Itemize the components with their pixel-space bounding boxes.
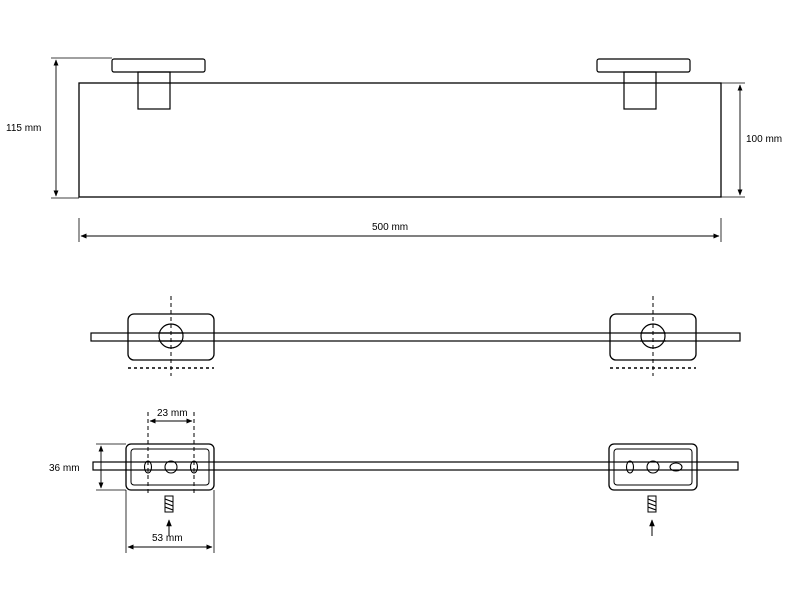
- front-view: 115 mm 100 mm 500 mm: [6, 57, 782, 242]
- dimension-53: 53 mm: [125, 490, 215, 553]
- left-bracket-bottom: [125, 412, 215, 495]
- dimension-100: 100 mm: [721, 82, 782, 198]
- left-bracket-top: [127, 296, 215, 376]
- label-23mm: 23 mm: [157, 408, 188, 419]
- left-bracket-front: [111, 58, 206, 110]
- top-view: [90, 296, 741, 376]
- dimension-23: 23 mm: [149, 408, 193, 424]
- label-36mm: 36 mm: [49, 463, 80, 474]
- label-53mm: 53 mm: [152, 533, 183, 544]
- right-bracket-top: [609, 296, 697, 376]
- bottom-view: 23 mm 36 mm 53 mm: [49, 408, 739, 553]
- glass-panel: [78, 82, 722, 198]
- right-bracket-front: [596, 58, 691, 110]
- dimension-115: 115 mm: [6, 57, 112, 199]
- glass-edge-bottom: [92, 461, 739, 471]
- center-hole-left: [164, 460, 178, 474]
- glass-edge-top: [90, 332, 741, 342]
- right-bracket-bottom: [608, 443, 698, 491]
- screw-icon: [164, 495, 174, 536]
- dimension-500: 500 mm: [78, 218, 722, 242]
- label-500mm: 500 mm: [372, 222, 408, 233]
- dimension-36: 36 mm: [49, 443, 126, 491]
- label-115mm: 115 mm: [6, 123, 41, 134]
- label-100mm: 100 mm: [746, 134, 782, 145]
- screw-icon: [647, 495, 657, 536]
